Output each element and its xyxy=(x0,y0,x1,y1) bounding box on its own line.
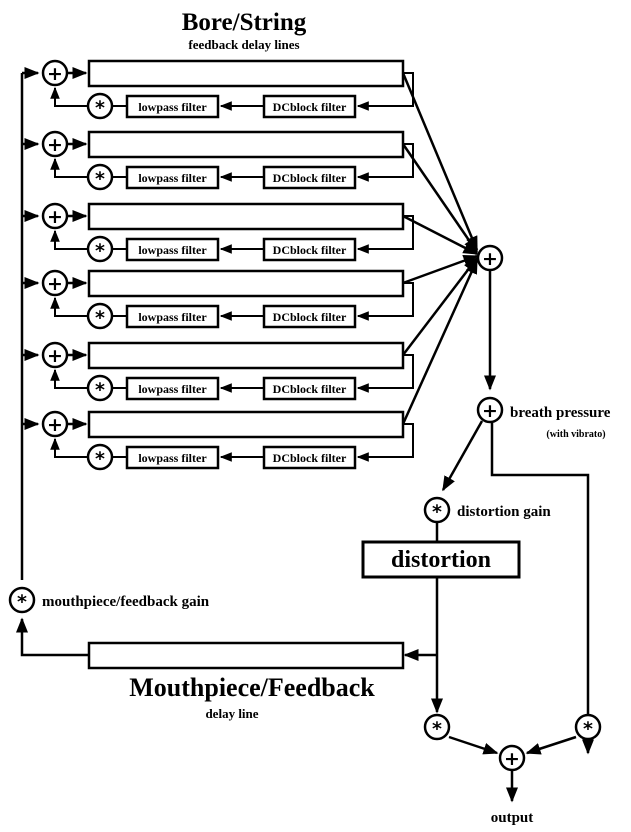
distortion-gain-label: distortion gain xyxy=(457,504,551,520)
bore-row: + DCblock filter lowpass filter * xyxy=(22,254,479,330)
svg-text:*: * xyxy=(583,718,593,740)
feedback-mult-node: * xyxy=(86,302,114,330)
svg-text:+: + xyxy=(47,63,63,85)
bore-delay-line xyxy=(87,341,405,370)
bore-sum-node: + xyxy=(476,244,504,272)
svg-text:+: + xyxy=(47,414,63,436)
svg-text:+: + xyxy=(47,345,63,367)
right-mult-to-output-sum-arrow xyxy=(525,735,577,755)
delay-to-central-sum-arrow xyxy=(401,258,479,425)
svg-text:*: * xyxy=(95,307,105,329)
svg-text:+: + xyxy=(47,206,63,228)
svg-text:+: + xyxy=(504,748,520,770)
delay-to-dcblock-arrow xyxy=(356,354,414,393)
breath-pressure-label: breath pressure xyxy=(510,405,611,421)
feedback-sum-node: + xyxy=(41,410,69,438)
delay-to-dcblock-arrow xyxy=(356,282,414,321)
feedback-mult-node: * xyxy=(86,374,114,402)
delay-to-dcblock-arrow xyxy=(356,423,414,462)
distortion-gain-node: * xyxy=(423,496,451,524)
mult-to-sum-arrow xyxy=(50,86,88,107)
lowpass-filter-label: lowpass filter xyxy=(138,100,207,114)
breath-pressure-note: (with vibrato) xyxy=(546,429,605,440)
right-output-mult-node: * xyxy=(574,713,602,741)
bore-string-subtitle: feedback delay lines xyxy=(188,37,299,52)
lowpass-filter-label: lowpass filter xyxy=(138,382,207,396)
mouthpiece-subtitle: delay line xyxy=(205,706,258,721)
svg-text:*: * xyxy=(95,448,105,470)
dcblock-filter-label: DCblock filter xyxy=(273,382,347,396)
feedback-mult-node: * xyxy=(86,92,114,120)
mult-to-sum-arrow xyxy=(50,157,88,178)
bore-delay-line xyxy=(87,269,405,298)
mouthpiece-delay-line xyxy=(87,641,405,670)
bore-string-title: Bore/String xyxy=(182,9,307,36)
delay-to-central-sum-arrow xyxy=(402,214,479,256)
mouthpiece-to-gain-line xyxy=(16,617,89,657)
bore-delay-line xyxy=(87,410,405,439)
bore-row: + DCblock filter lowpass filter * xyxy=(22,258,479,471)
delay-to-dcblock-arrow xyxy=(356,72,414,111)
distortion-label: distortion xyxy=(391,547,491,573)
dcblock-filter-label: DCblock filter xyxy=(273,243,347,257)
lowpass-filter-label: lowpass filter xyxy=(138,310,207,324)
delay-to-central-sum-arrow xyxy=(401,143,479,254)
mult-to-sum-arrow xyxy=(50,368,88,389)
lowpass-filter-label: lowpass filter xyxy=(138,171,207,185)
output-label: output xyxy=(491,810,534,826)
mult-to-sum-arrow xyxy=(50,229,88,250)
bore-delay-line xyxy=(87,59,405,88)
svg-text:+: + xyxy=(47,273,63,295)
dcblock-filter-label: DCblock filter xyxy=(273,310,347,324)
svg-text:*: * xyxy=(95,379,105,401)
delay-to-dcblock-arrow xyxy=(356,215,414,254)
lowpass-filter-label: lowpass filter xyxy=(138,243,207,257)
bore-row: + DCblock filter lowpass filter * xyxy=(22,202,479,263)
feedback-mult-node: * xyxy=(86,163,114,191)
svg-text:+: + xyxy=(47,134,63,156)
feedback-sum-node: + xyxy=(41,130,69,158)
svg-text:+: + xyxy=(482,400,498,422)
svg-text:*: * xyxy=(17,591,27,613)
lowpass-filter-label: lowpass filter xyxy=(138,451,207,465)
delay-to-dcblock-arrow xyxy=(356,143,414,182)
dcblock-filter-label: DCblock filter xyxy=(273,451,347,465)
mouthpiece-gain-label: mouthpiece/feedback gain xyxy=(42,594,210,610)
feedback-sum-node: + xyxy=(41,202,69,230)
dcblock-filter-label: DCblock filter xyxy=(273,171,347,185)
bore-string-rows: + DCblock filter lowpass filter * + DCblock f… xyxy=(22,59,479,471)
left-mult-to-output-sum-arrow xyxy=(448,735,499,755)
bore-delay-line xyxy=(87,130,405,159)
dcblock-filter-label: DCblock filter xyxy=(273,100,347,114)
delay-to-central-sum-arrow xyxy=(402,254,479,285)
svg-text:*: * xyxy=(432,501,442,523)
breath-to-distortion-gain-arrow xyxy=(441,420,484,492)
left-output-mult-node: * xyxy=(423,713,451,741)
feedback-mult-node: * xyxy=(86,443,114,471)
delay-to-central-sum-arrow xyxy=(401,72,479,252)
mouthpiece-title: Mouthpiece/Feedback xyxy=(129,673,375,702)
svg-text:+: + xyxy=(482,248,498,270)
feedback-sum-node: + xyxy=(41,341,69,369)
feedback-sum-node: + xyxy=(41,59,69,87)
bore-row: + DCblock filter lowpass filter * xyxy=(22,130,479,254)
breath-to-right-mult-line xyxy=(490,422,594,755)
mouthpiece-gain-node: * xyxy=(8,586,36,614)
svg-text:*: * xyxy=(95,240,105,262)
feedback-sum-node: + xyxy=(41,269,69,297)
delay-to-central-sum-arrow xyxy=(402,256,478,356)
bore-delay-line xyxy=(87,202,405,231)
mult-to-sum-arrow xyxy=(50,296,88,317)
breath-pressure-node: + xyxy=(476,396,504,424)
svg-text:*: * xyxy=(95,168,105,190)
svg-text:*: * xyxy=(432,718,442,740)
mult-to-sum-arrow xyxy=(50,437,88,458)
bore-row: + DCblock filter lowpass filter * xyxy=(22,59,479,252)
svg-text:*: * xyxy=(95,97,105,119)
distortion-box xyxy=(361,540,521,579)
feedback-mult-node: * xyxy=(86,235,114,263)
output-sum-node: + xyxy=(498,744,526,772)
bore-row: + DCblock filter lowpass filter * xyxy=(22,256,478,402)
